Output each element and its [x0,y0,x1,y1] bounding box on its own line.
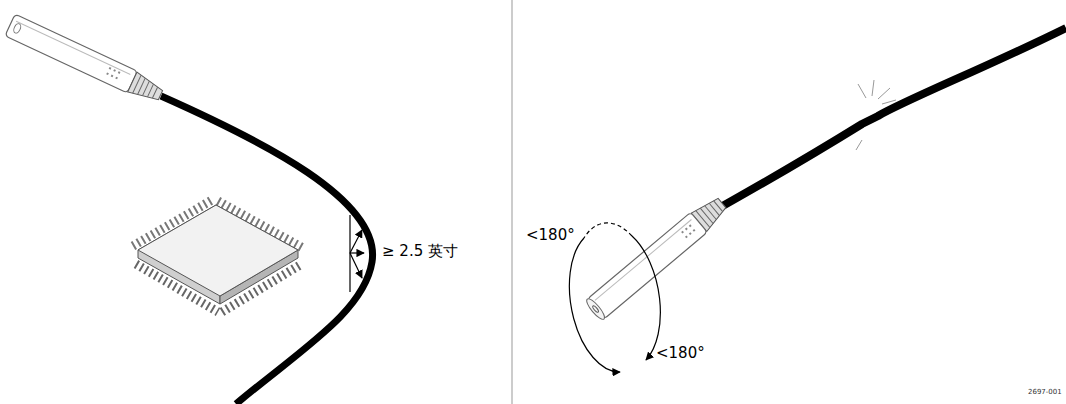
angle-label: <180° [526,226,575,244]
dimension-label: ≥ 2.5 英寸 [382,242,458,260]
figure-number: 2697-001 [1028,388,1062,396]
divider [512,0,513,404]
angle-label: <180° [656,344,705,362]
cable [161,96,373,404]
bend-radius-arrows [350,215,364,292]
probe-body [584,193,730,322]
rotation-arrows [569,223,660,372]
chip [133,200,303,312]
cable [712,28,1066,212]
kink-mark [856,80,896,150]
probe-body [5,14,166,106]
